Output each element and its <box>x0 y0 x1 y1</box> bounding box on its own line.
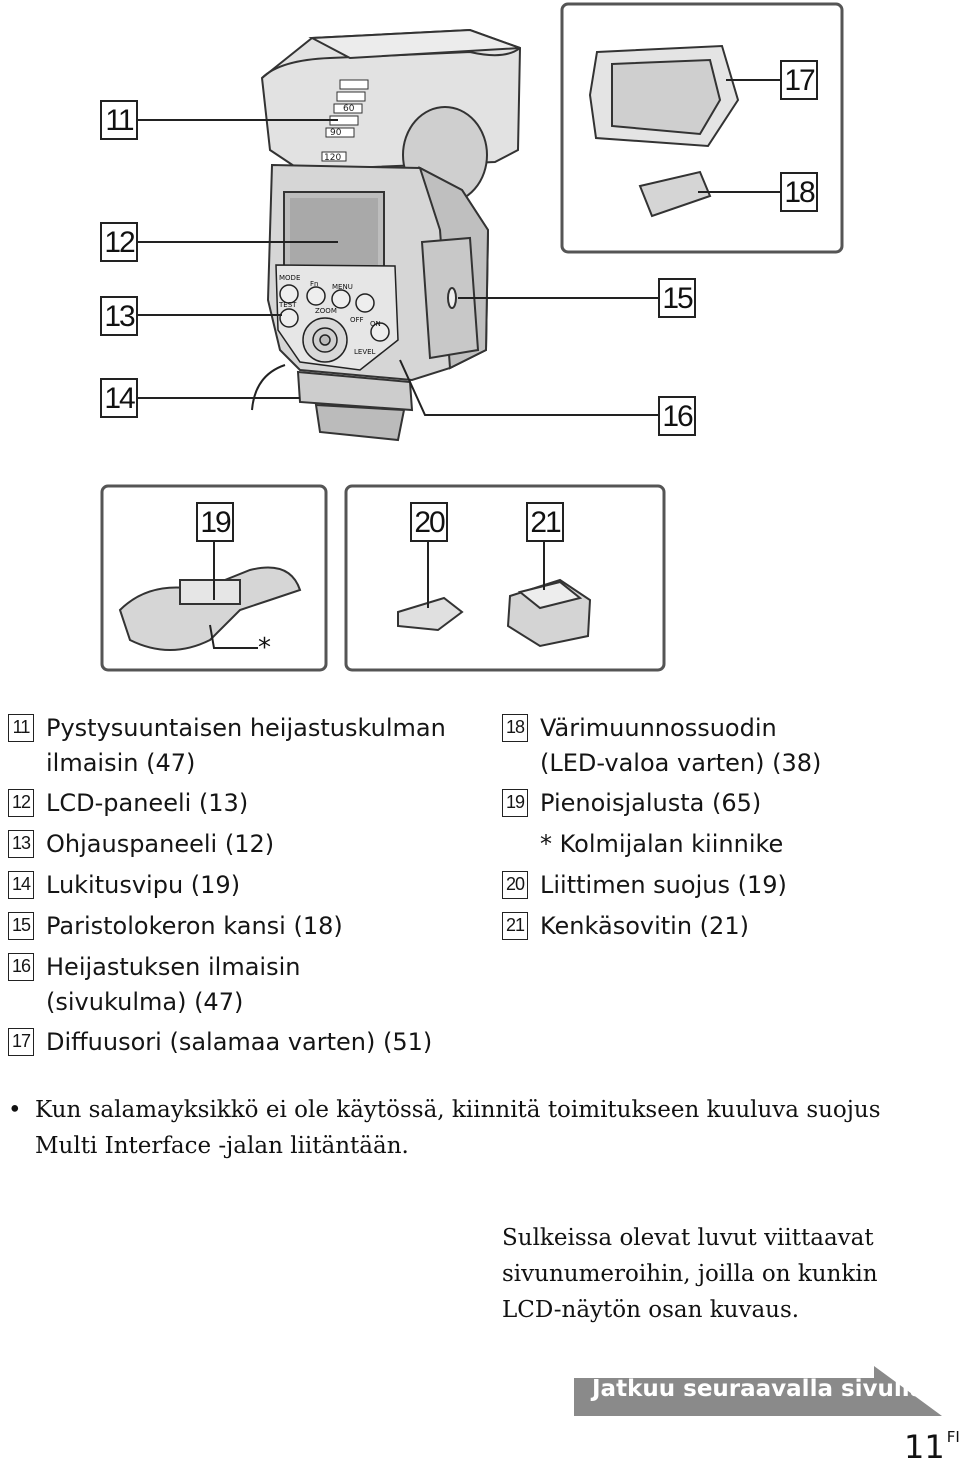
svg-text:Fn: Fn <box>310 280 318 288</box>
shoe-adapter <box>506 578 592 648</box>
battery-cover <box>420 236 480 360</box>
legend-right: 18 Värimuunnossuodin (LED-valoa varten) … <box>502 710 942 949</box>
legend-text: Kenkäsovitin (21) <box>540 912 749 940</box>
accessories-inset <box>344 484 666 672</box>
legend-text-continued: ilmaisin (47) <box>46 749 196 777</box>
svg-text:TEST: TEST <box>278 301 297 309</box>
continue-banner: Jatkuu seuraavalla sivulla <box>574 1366 942 1416</box>
legend-item-19: 19 Pienoisjalusta (65) <box>502 785 942 826</box>
legend-text: Ohjauspaneeli (12) <box>46 830 275 858</box>
page-language: FI <box>946 1428 960 1446</box>
flash-unit-illustration: 60 90 120 MODE TEST Fn MENU ZOOM OFF ON … <box>100 2 844 672</box>
legend-text-continued: (sivukulma) (47) <box>46 988 244 1016</box>
diffuser <box>588 44 740 148</box>
legend-item-17: 17 Diffuusori (salamaa varten) (51) <box>8 1024 478 1065</box>
flash-foot <box>296 370 414 442</box>
continue-label: Jatkuu seuraavalla sivulla <box>592 1376 926 1402</box>
reference-line: LCD-näytön osan kuvaus. <box>502 1297 800 1323</box>
legend-text: Paristolokeron kansi (18) <box>46 912 343 940</box>
legend-number: 21 <box>502 912 528 940</box>
leader-lines <box>138 79 780 649</box>
legend-number: 19 <box>502 789 528 817</box>
callout-19: 19 <box>196 502 234 542</box>
legend-number: 15 <box>8 912 34 940</box>
legend-item-18: 18 Värimuunnossuodin <box>502 710 942 751</box>
legend-left: 11 Pystysuuntaisen heijastuskulman ilmai… <box>8 710 478 1065</box>
svg-text:LEVEL: LEVEL <box>354 348 376 356</box>
callout-18: 18 <box>780 172 818 212</box>
bounce-angle-marks: 60 90 120 <box>321 79 369 163</box>
continue-arrow-icon <box>574 1366 942 1416</box>
color-filter <box>638 170 712 218</box>
legend-item-16: 16 Heijastuksen ilmaisin <box>8 949 478 990</box>
legend-number: 13 <box>8 830 34 858</box>
mini-stand <box>118 566 302 651</box>
svg-text:MODE: MODE <box>279 274 300 282</box>
legend-number: 12 <box>8 789 34 817</box>
callout-20: 20 <box>410 502 448 542</box>
legend-text-continued: (LED-valoa varten) (38) <box>540 749 822 777</box>
reference-note: Sulkeissa olevat luvut viittaavat sivunu… <box>502 1220 922 1328</box>
legend-text: Lukitusvipu (19) <box>46 871 241 899</box>
legend-number: 16 <box>8 953 34 981</box>
callout-13: 13 <box>100 296 138 336</box>
legend-item-12: 12 LCD-paneeli (13) <box>8 785 478 826</box>
callout-11: 11 <box>100 100 138 140</box>
callout-15: 15 <box>658 278 696 318</box>
svg-text:ZOOM: ZOOM <box>315 307 337 315</box>
legend-text: Heijastuksen ilmaisin <box>46 953 301 981</box>
bounce-mark-text: 90 <box>330 128 342 138</box>
legend-item-15: 15 Paristolokeron kansi (18) <box>8 908 478 949</box>
legend-text: Pienoisjalusta (65) <box>540 789 762 817</box>
legend-item-11: 11 Pystysuuntaisen heijastuskulman <box>8 710 478 751</box>
legend-item-20: 20 Liittimen suojus (19) <box>502 867 942 908</box>
reference-line: Sulkeissa olevat luvut viittaavat <box>502 1225 874 1251</box>
svg-text:MENU: MENU <box>332 283 353 291</box>
legend-text: LCD-paneeli (13) <box>46 789 249 817</box>
control-panel-labels: MODE TEST Fn MENU ZOOM OFF ON LEVEL <box>278 274 381 356</box>
legend-number: 11 <box>8 714 34 742</box>
legend-text: Pystysuuntaisen heijastuskulman <box>46 714 446 742</box>
legend-number: 20 <box>502 871 528 899</box>
legend-text: Liittimen suojus (19) <box>540 871 787 899</box>
callout-21: 21 <box>526 502 564 542</box>
legend-item-21: 21 Kenkäsovitin (21) <box>502 908 942 949</box>
svg-text:ON: ON <box>370 320 381 328</box>
legend-number: 14 <box>8 871 34 899</box>
note-line: Kun salamayksikkö ei ole käytössä, kiinn… <box>35 1097 881 1123</box>
reference-line: sivunumeroihin, joilla on kunkin <box>502 1261 878 1287</box>
connector-cover <box>397 596 464 632</box>
legend-number: 18 <box>502 714 528 742</box>
legend-item-14: 14 Lukitusvipu (19) <box>8 867 478 908</box>
callout-16: 16 <box>658 396 696 436</box>
legend-text: Diffuusori (salamaa varten) (51) <box>46 1028 433 1056</box>
control-panel <box>275 264 399 371</box>
legend-number: 17 <box>8 1028 34 1056</box>
callout-14: 14 <box>100 378 138 418</box>
note-line: Multi Interface -jalan liitäntään. <box>35 1133 409 1159</box>
legend-text: Värimuunnossuodin <box>540 714 777 742</box>
legend-item-13: 13 Ohjauspaneeli (12) <box>8 826 478 867</box>
bullet-icon: • <box>8 1097 22 1123</box>
legend-subnote: * Kolmijalan kiinnike <box>540 830 784 858</box>
bounce-mark-text: 60 <box>343 104 355 114</box>
callout-17: 17 <box>780 60 818 100</box>
usage-note: • Kun salamayksikkö ei ole käytössä, kii… <box>8 1092 908 1164</box>
bounce-mark-text: 120 <box>324 153 341 163</box>
svg-text:OFF: OFF <box>350 316 364 324</box>
callout-12: 12 <box>100 222 138 262</box>
tripod-asterisk: * <box>258 633 271 663</box>
page-number-value: 11 <box>904 1428 945 1466</box>
